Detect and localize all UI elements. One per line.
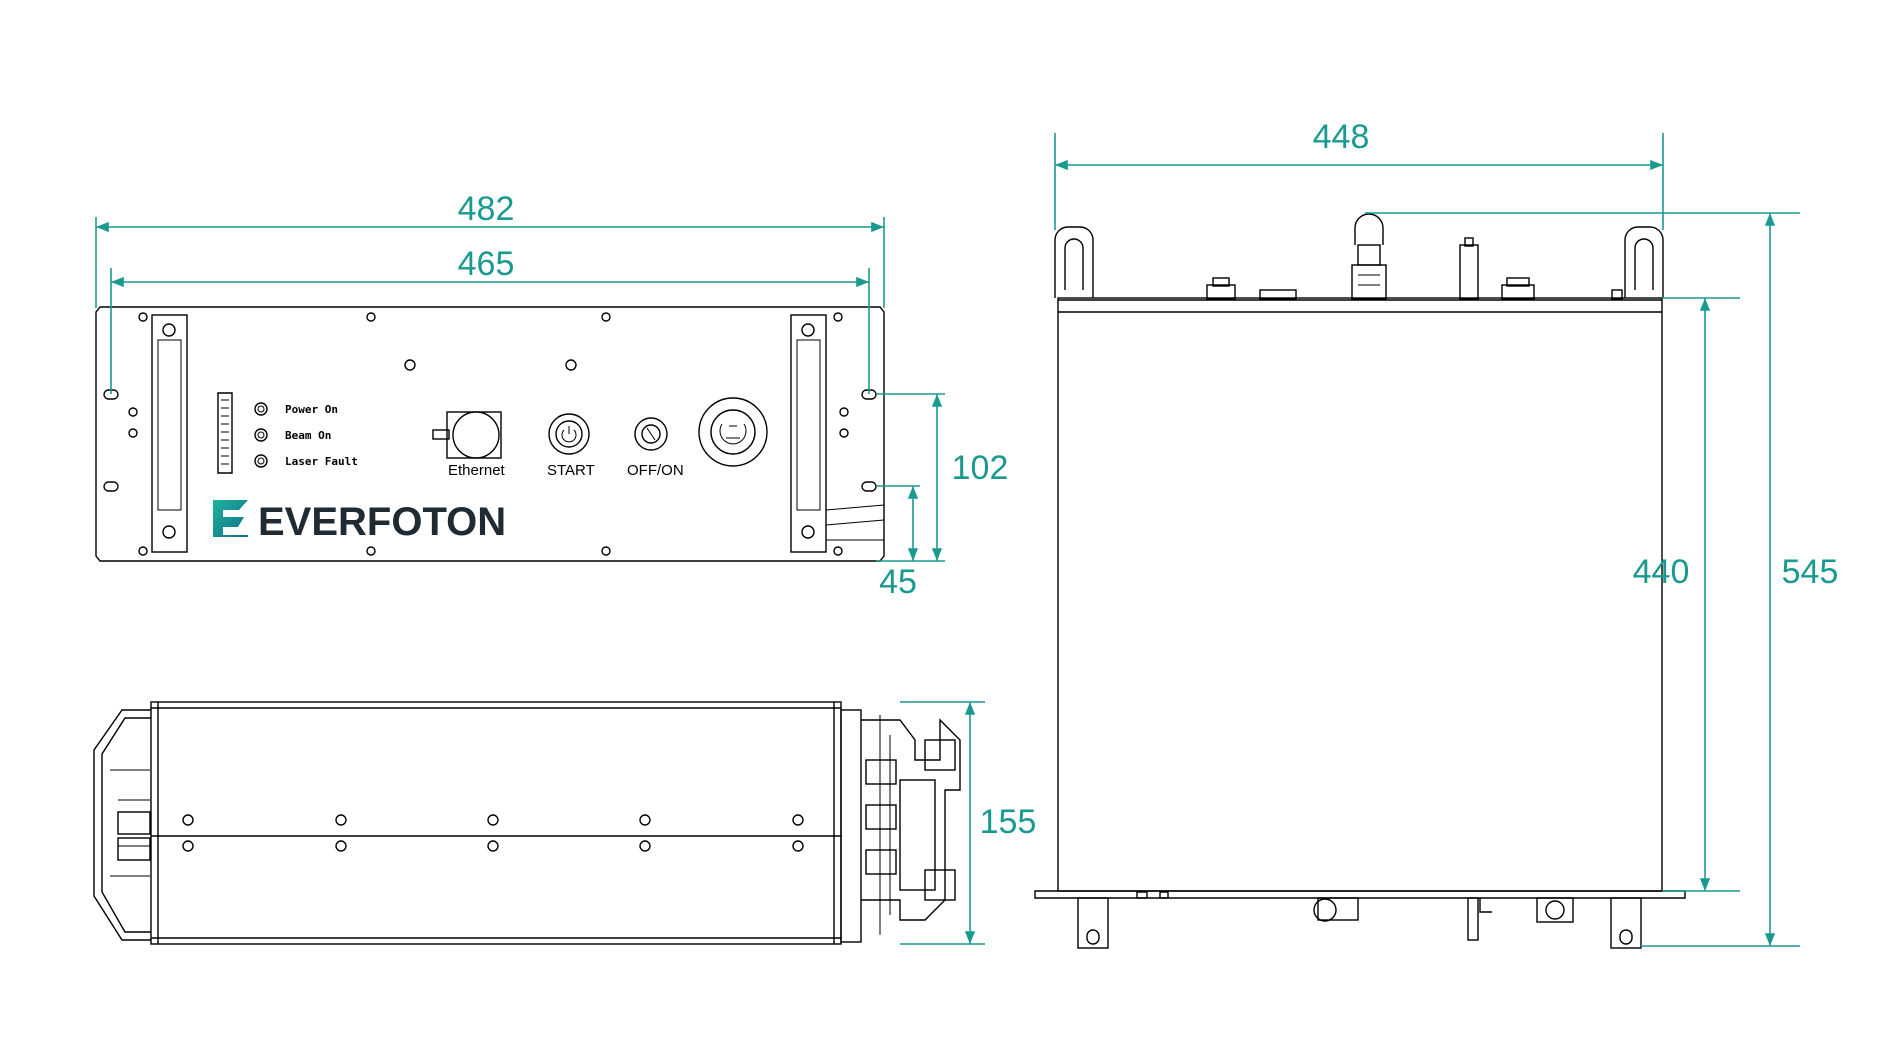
bottom-flange: [1034, 890, 1686, 899]
brand-logo-icon: [213, 500, 248, 537]
db25-connector-icon: [217, 392, 233, 474]
front-screws: [128, 312, 849, 556]
start-button-icon: START: [547, 413, 595, 479]
mount-slot: [861, 481, 877, 492]
start-label: START: [547, 462, 595, 479]
bottom-connectors: [1077, 891, 1642, 949]
dim-155: 155: [980, 803, 1037, 841]
top-view: 448 440 545: [1034, 118, 1839, 949]
side-handle: [93, 709, 151, 941]
indicator-label-beam: Beam On: [285, 429, 331, 442]
indicator-label-fault: Laser Fault: [285, 455, 358, 468]
mount-slot: [103, 481, 119, 492]
front-view: Power On Beam On Laser Fault Ethernet ST…: [95, 190, 1009, 601]
ethernet-port: Ethernet: [432, 411, 506, 479]
indicator-label-power: Power On: [285, 403, 338, 416]
key-switch-label: OFF/ON: [627, 462, 684, 479]
left-handle: [151, 314, 188, 553]
dim-102: 102: [952, 449, 1009, 487]
top-handles: [1054, 226, 1664, 298]
side-body: [150, 701, 842, 945]
right-handle: [790, 314, 885, 553]
dim-448: 448: [1313, 118, 1370, 156]
dim-482: 482: [458, 190, 515, 228]
dim-545: 545: [1782, 553, 1839, 591]
dim-440: 440: [1633, 553, 1690, 591]
indicator-leds: Power On Beam On Laser Fault: [254, 402, 358, 468]
top-connectors: [1206, 213, 1623, 300]
side-rear-connectors: [840, 709, 961, 943]
front-dimensions: 482 465 102 45: [95, 190, 1009, 601]
brand-logo: EVERFOTON: [213, 500, 506, 544]
key-switch-icon: OFF/ON: [627, 417, 684, 479]
side-screws: [182, 814, 804, 852]
ethernet-label: Ethernet: [448, 462, 506, 479]
emergency-stop-icon: [698, 397, 768, 467]
top-dimensions: 448 440 545: [1054, 118, 1839, 947]
top-body: [1057, 297, 1663, 892]
side-view: 155: [93, 701, 1037, 945]
dim-45: 45: [879, 563, 917, 601]
brand-name: EVERFOTON: [258, 500, 506, 544]
dim-465: 465: [458, 245, 515, 283]
